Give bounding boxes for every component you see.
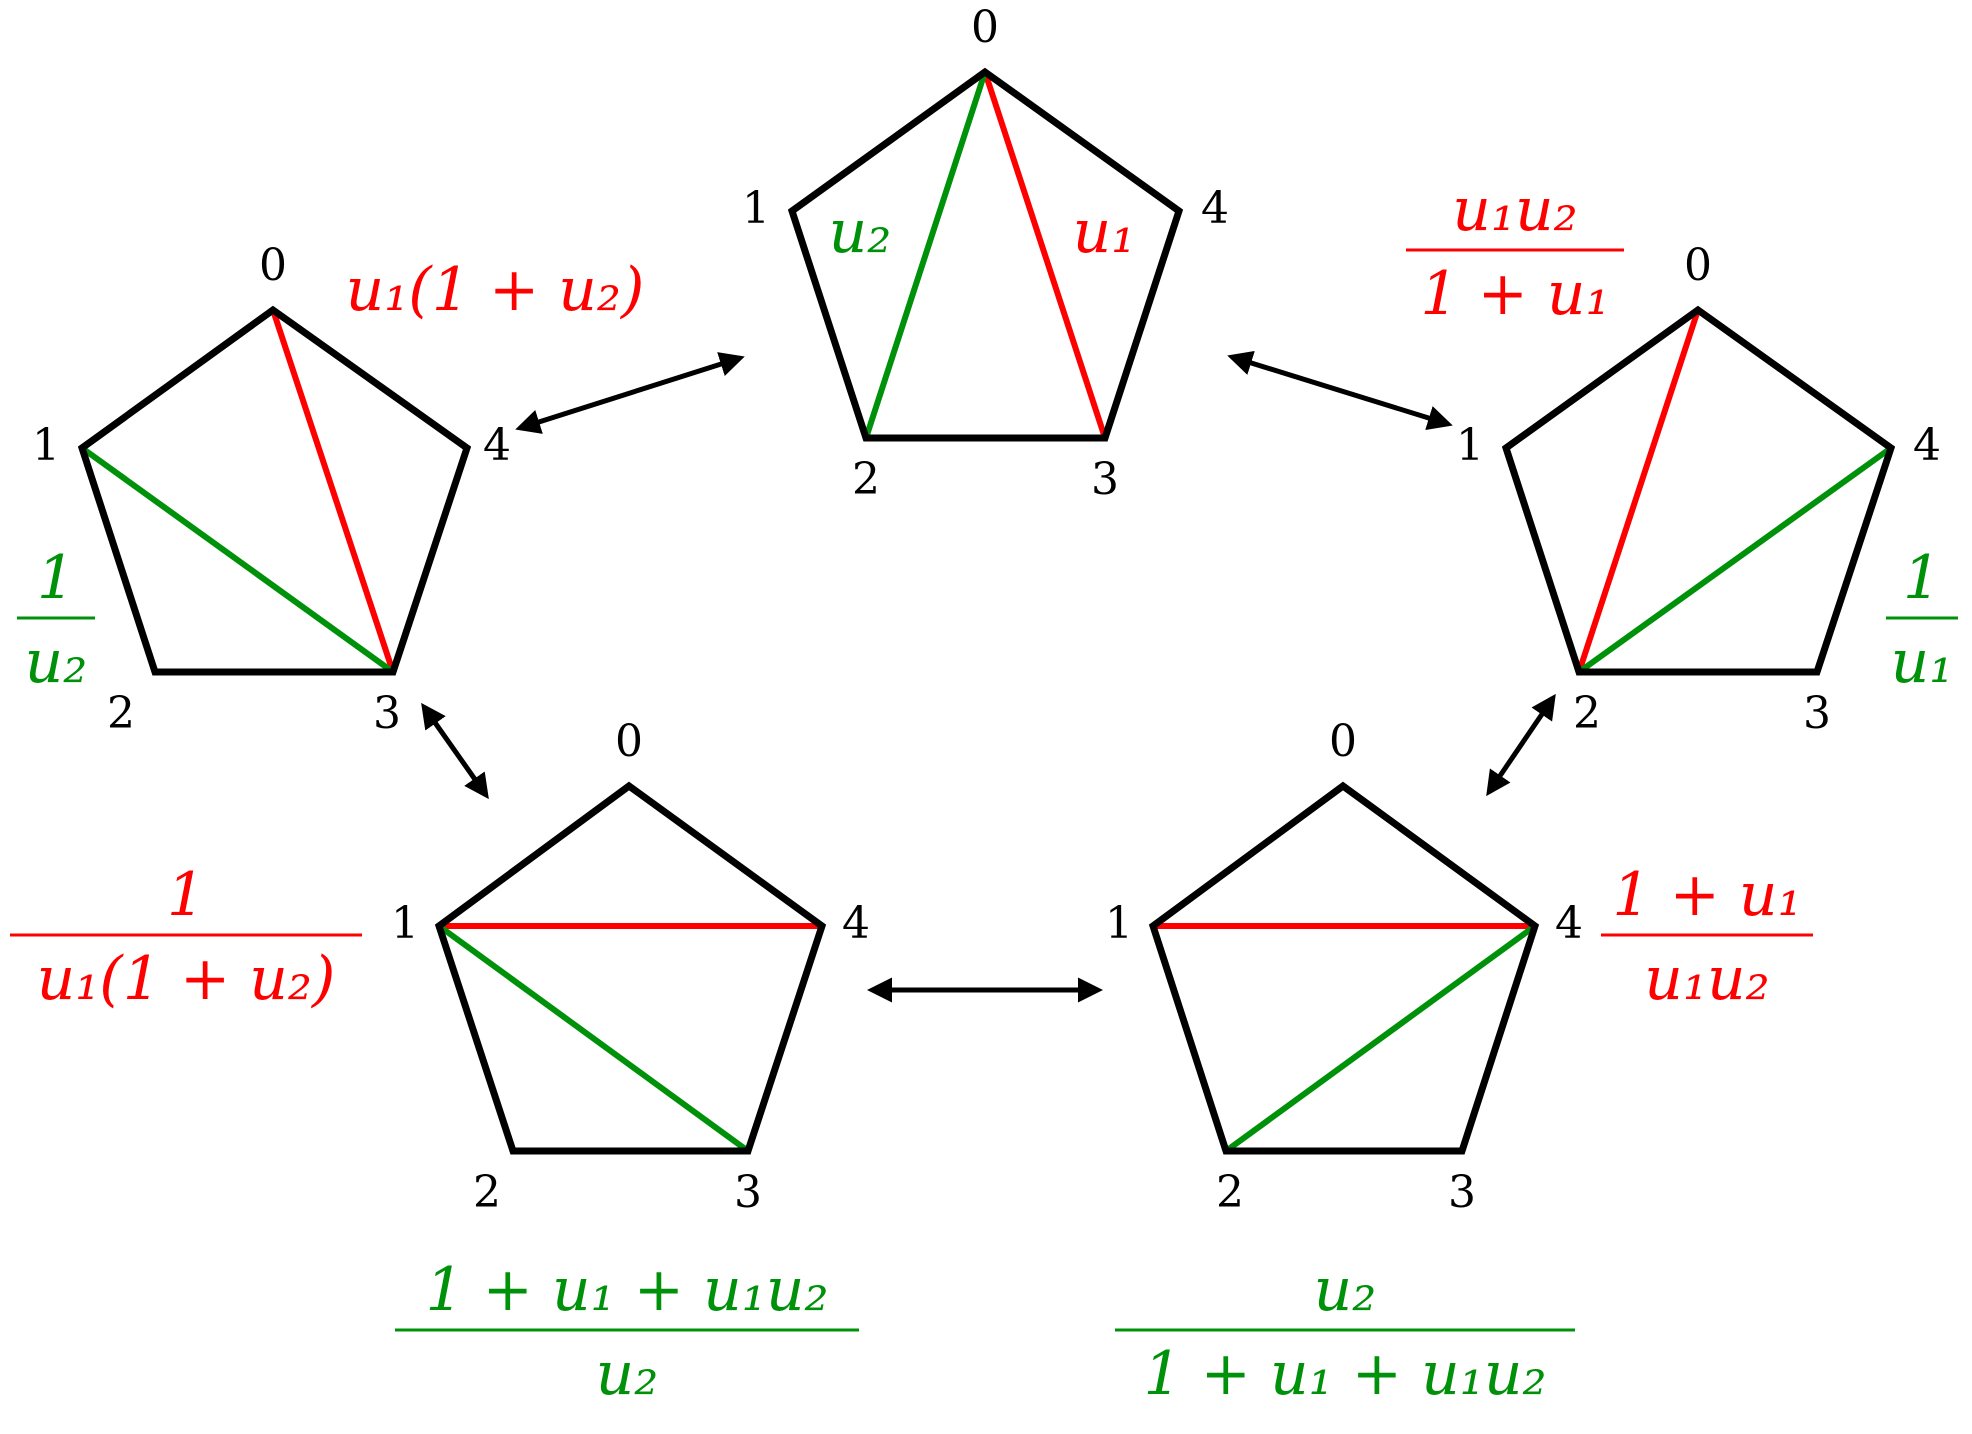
diagonal-green-1-3	[437, 923, 750, 1154]
vertex-label: 1	[32, 420, 60, 471]
vertex-label: 1	[742, 183, 770, 234]
cluster-variable-fraction-green: 1 + u₁ + u₁u₂ u₂	[395, 1255, 859, 1409]
pentagon-outline	[1148, 781, 1540, 1155]
cluster-variable-fraction-red: 1 + u₁ u₁u₂	[1601, 860, 1813, 1014]
fraction-numerator: 1	[167, 860, 205, 930]
fraction-denominator: u₂	[25, 627, 88, 697]
mutation-arrow-top-to-upper-right	[1227, 350, 1453, 431]
mutation-arrow-upper-left-to-lower-left	[421, 702, 489, 800]
vertex-label: 3	[734, 1167, 762, 1218]
vertex-label: 1	[391, 898, 419, 949]
cluster-variable-red: u₁(1 + u₂)	[346, 255, 645, 325]
vertex-label: 4	[483, 420, 511, 471]
fraction-denominator: 1 + u₁	[1420, 259, 1609, 329]
fraction-denominator: u₁	[1891, 627, 1954, 697]
fraction-denominator: u₁u₂	[1644, 944, 1769, 1014]
fraction-denominator: u₂	[596, 1339, 659, 1409]
fraction-numerator: 1	[1903, 543, 1941, 613]
fraction-denominator: u₁(1 + u₂)	[37, 944, 336, 1014]
vertex-label: 0	[615, 716, 643, 767]
fraction-numerator: 1	[37, 543, 75, 613]
pentagon-outline	[1501, 305, 1896, 676]
vertex-label: 4	[1201, 183, 1229, 234]
vertex-label: 0	[971, 2, 999, 53]
cluster-variable-fraction-green: 1 u₁	[1886, 543, 1958, 697]
cluster-variable-green: u₂	[829, 197, 892, 267]
cluster-variable-fraction-red: u₁u₂ 1 + u₁	[1406, 175, 1624, 329]
vertex-label: 0	[1684, 240, 1712, 291]
vertex-label: 2	[473, 1167, 501, 1218]
pentagon-outline	[787, 67, 1184, 442]
vertex-label: 2	[1216, 1167, 1244, 1218]
diagonal-green-0-2	[863, 71, 988, 439]
cluster-variable-fraction-green: u₂ 1 + u₁ + u₁u₂	[1115, 1255, 1575, 1409]
vertex-label: 4	[1913, 420, 1941, 471]
diagonal-red-0-2	[1576, 309, 1701, 673]
pentagon-lower-left: 0 1 2 3 4	[391, 716, 870, 1218]
vertex-label: 0	[259, 240, 287, 291]
pentagon-top: 0 1 2 3 4	[742, 2, 1229, 505]
pentagon-outline	[434, 781, 827, 1155]
vertex-label: 3	[373, 688, 401, 739]
vertex-label: 1	[1105, 898, 1133, 949]
mutation-arrow-upper-left-to-top	[515, 352, 745, 434]
vertex-label: 2	[852, 454, 880, 505]
pentagon-outline	[77, 305, 472, 676]
pentagon-upper-left: 0 1 2 3 4	[32, 240, 511, 739]
vertex-label: 0	[1329, 716, 1357, 767]
fraction-denominator: 1 + u₁ + u₁u₂	[1143, 1339, 1546, 1409]
cluster-variable-fraction-green: 1 u₂	[17, 543, 95, 697]
fraction-numerator: 1 + u₁ + u₁u₂	[425, 1255, 828, 1325]
cluster-variable-red: u₁	[1073, 197, 1136, 267]
vertex-label: 2	[1573, 688, 1601, 739]
diagonal-green-2-4	[1224, 923, 1537, 1154]
vertex-label: 3	[1091, 454, 1119, 505]
vertex-label: 2	[107, 688, 135, 739]
fraction-numerator: u₂	[1314, 1255, 1377, 1325]
mutation-arrow-upper-right-to-lower-right	[1486, 693, 1556, 797]
fraction-numerator: 1 + u₁	[1612, 860, 1801, 930]
arrows	[421, 350, 1556, 1003]
vertex-label: 3	[1448, 1167, 1476, 1218]
diagonal-green-2-4	[1577, 445, 1893, 675]
vertex-label: 1	[1456, 420, 1484, 471]
cluster-variable-fraction-red: 1 u₁(1 + u₂)	[10, 860, 362, 1014]
diagonal-green-1-3	[80, 445, 395, 675]
fraction-numerator: u₁u₂	[1452, 175, 1577, 245]
vertex-label: 4	[1555, 898, 1583, 949]
diagonal-red-0-3	[270, 309, 396, 673]
pentagons: 0 1 2 3 4 0 1 2 3 4 0 1 2 3 4 0 1 2 3 4 0 1 2 3 4	[32, 2, 1941, 1218]
diagonal-red-0-3	[982, 71, 1108, 439]
pentagon-upper-right: 0 1 2 3 4	[1456, 240, 1941, 739]
pentagon-lower-right: 0 1 2 3 4	[1105, 716, 1583, 1218]
vertex-label: 4	[842, 898, 870, 949]
vertex-label: 3	[1803, 688, 1831, 739]
